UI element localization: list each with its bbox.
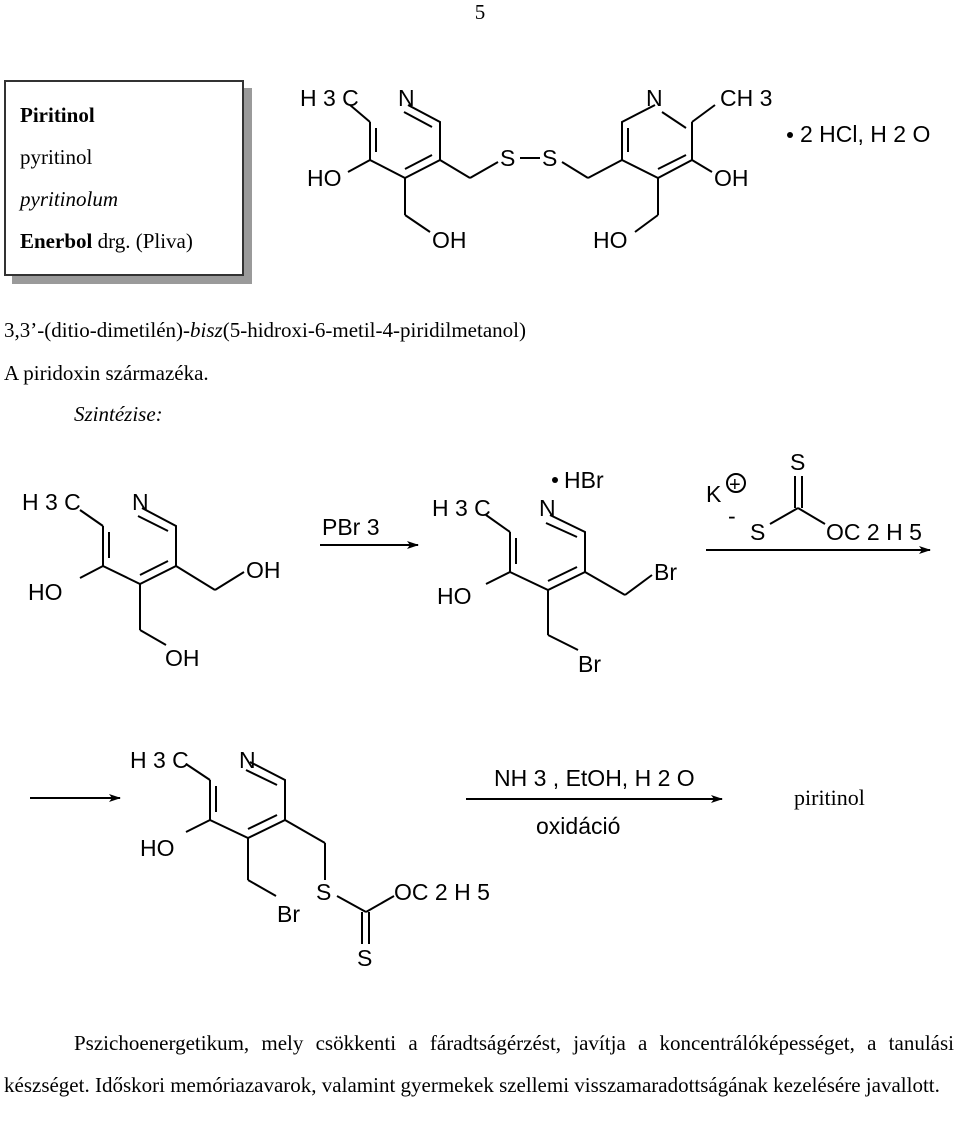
bromine-label: Br [578, 651, 601, 677]
dibromide-structure [485, 514, 653, 651]
ethoxy-label: OC 2 H 5 [394, 879, 490, 905]
chemical-name-part: bisz [190, 318, 223, 342]
description: Pszichoenergetikum, mely csökkenti a fár… [4, 1022, 954, 1106]
hydroxyl-label: OH [714, 165, 749, 191]
ethoxy-label: OC 2 H 5 [826, 519, 922, 545]
sulfur-label: S [750, 519, 765, 545]
pyritinol-labels: H 3 C N N CH 3 HO S S OH OH HO 2 HCl, H … [300, 85, 930, 253]
sulfur-label: S [542, 145, 557, 171]
chemical-name: 3,3’-(ditio-dimetilén)-bisz(5-hidroxi-6-… [4, 318, 526, 343]
product-label: piritinol [794, 785, 865, 810]
sulfur-label: S [357, 945, 372, 971]
reaction-scheme: H 3 C N N CH 3 HO S S OH OH HO 2 HCl, H … [22, 85, 931, 971]
drug-name-hungarian: Piritinol [20, 103, 95, 127]
hydroxyl-label: HO [28, 579, 63, 605]
bromine-label: Br [654, 559, 677, 585]
drug-brand-form: drg. (Pliva) [97, 229, 193, 253]
hydroxyl-label: HO [307, 165, 342, 191]
chemical-name-part: (5-hidroxi-6-metil-4-piridilmetanol) [222, 318, 526, 342]
ch3-label: CH 3 [720, 85, 772, 111]
nitrogen-label: N [646, 85, 663, 111]
xanthate-intermediate [185, 761, 395, 944]
pyridoxine-structure [79, 507, 245, 646]
reagent-ammonia-ethanol-water: NH 3 , EtOH, H 2 O [494, 765, 695, 791]
description-paragraph: Pszichoenergetikum, mely csökkenti a fár… [4, 1031, 954, 1097]
pyridoxine-labels: H 3 C N HO OH OH [22, 489, 281, 671]
salt-dot [787, 132, 793, 138]
h3c-label: H 3 C [130, 747, 189, 773]
potassium-xanthate: K + - S S OC 2 H 5 [706, 449, 922, 545]
pyritinol-structure [347, 104, 716, 233]
plus-charge-circle [726, 473, 746, 493]
drug-brand-line: Enerbol drg. (Pliva) [20, 220, 228, 262]
sulfur-label: S [790, 449, 805, 475]
xanthate-intermediate-labels: H 3 C N HO Br S OC 2 H 5 S [130, 747, 490, 971]
dibromide-labels: H 3 C N HBr HO Br Br [432, 467, 677, 677]
potassium-label: K [706, 481, 722, 507]
sulfur-label: S [316, 879, 331, 905]
drug-name-latin: pyritinolum [20, 187, 118, 211]
plus-charge: + [729, 474, 741, 496]
drug-name-english: pyritinol [20, 145, 93, 169]
h3c-label: H 3 C [300, 85, 359, 111]
reagent-pbr3: PBr 3 [322, 514, 380, 540]
sulfur-label: S [500, 145, 515, 171]
salt-label: 2 HCl, H 2 O [800, 121, 930, 147]
chemical-name-part: 3,3’-(ditio-dimetilén)- [4, 318, 191, 342]
h3c-label: H 3 C [432, 495, 491, 521]
h3c-label: H 3 C [22, 489, 81, 515]
nitrogen-label: N [239, 747, 256, 773]
drug-name-box: Piritinol pyritinol pyritinolum Enerbol … [4, 80, 244, 276]
synthesis-label: Szintézise: [74, 402, 163, 426]
hydroxyl-label: HO [140, 835, 175, 861]
nitrogen-label: N [539, 495, 556, 521]
reagent-oxidation: oxidáció [536, 813, 620, 839]
hydroxyl-label: HO [437, 583, 472, 609]
nitrogen-label: N [398, 85, 415, 111]
minus-charge: - [728, 503, 736, 529]
bromine-label: Br [277, 901, 300, 927]
drug-brand-name: Enerbol [20, 229, 93, 253]
nitrogen-label: N [132, 489, 149, 515]
hbr-label: HBr [564, 467, 604, 493]
salt-dot [552, 477, 558, 483]
hydroxyl-label: OH [246, 557, 281, 583]
page-number: 5 [474, 0, 486, 24]
hydroxyl-label: OH [165, 645, 200, 671]
hydroxyl-label: HO [593, 227, 628, 253]
hydroxyl-label: OH [432, 227, 467, 253]
origin-note: A piridoxin származéka. [4, 361, 209, 385]
